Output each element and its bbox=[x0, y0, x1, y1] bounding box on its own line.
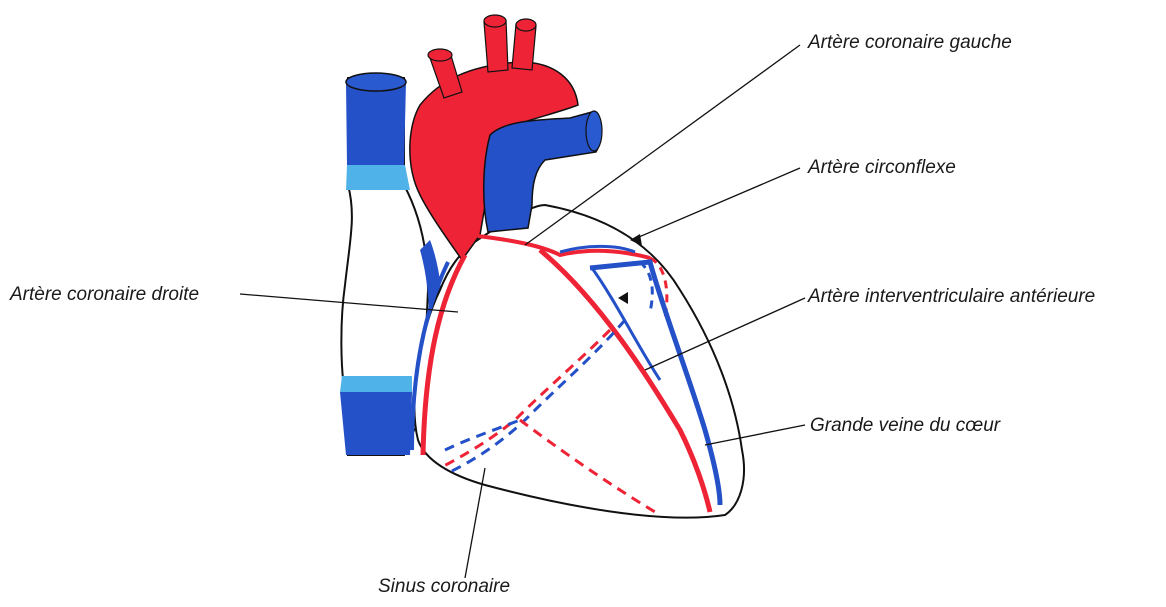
label-left-coronary-artery: Artère coronaire gauche bbox=[808, 32, 1012, 54]
label-great-cardiac-vein: Grande veine du cœur bbox=[810, 415, 1000, 437]
leader-circumflex bbox=[632, 168, 800, 240]
label-circumflex-artery: Artère circonflexe bbox=[808, 157, 956, 179]
label-anterior-interventricular-artery: Artère interventriculaire antérieure bbox=[808, 286, 1095, 308]
label-coronary-sinus: Sinus coronaire bbox=[378, 576, 510, 598]
leader-coronary-sinus bbox=[465, 468, 485, 578]
label-right-coronary-artery: Artère coronaire droite bbox=[10, 284, 199, 306]
